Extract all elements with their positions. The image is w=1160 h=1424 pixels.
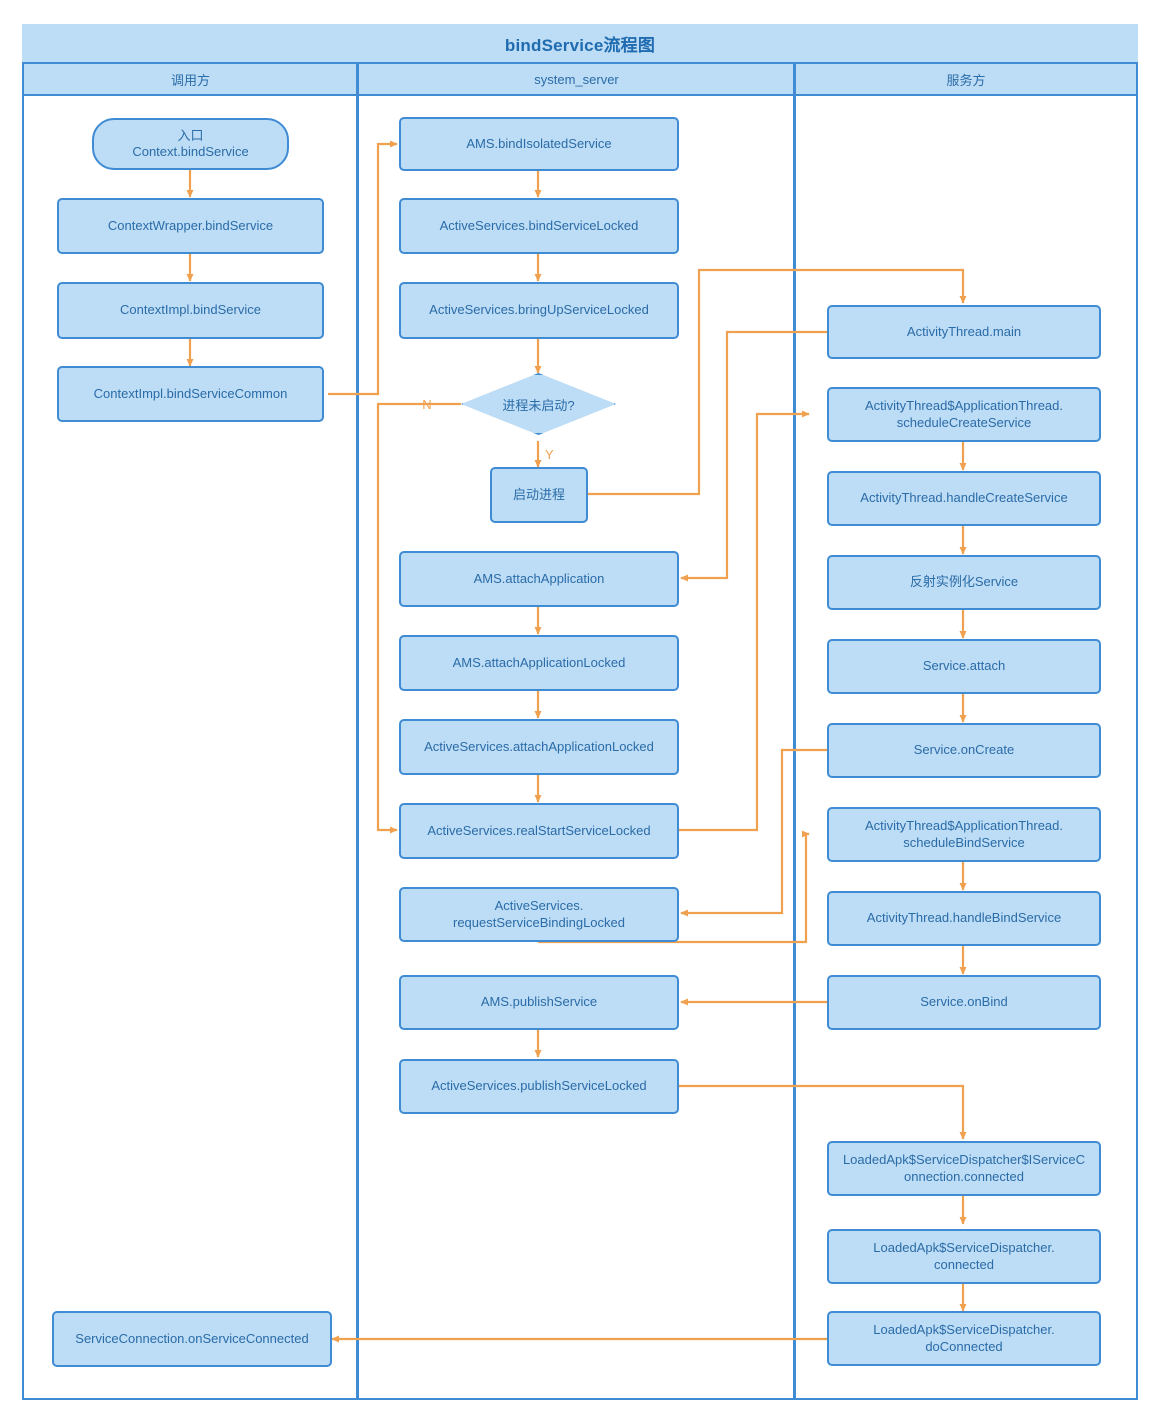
node-service-attach[interactable]: Service.attach	[827, 639, 1101, 694]
node-ams-attachapplication[interactable]: AMS.attachApplication	[399, 551, 679, 607]
node-contextimpl-bindservicecommon[interactable]: ContextImpl.bindServiceCommon	[57, 366, 324, 422]
node-activeservices-bringupservicelocked[interactable]: ActiveServices.bringUpServiceLocked	[399, 282, 679, 339]
node-activeservices-publishservicelocked[interactable]: ActiveServices.publishServiceLocked	[399, 1059, 679, 1114]
node-activitythread-handlebindservice[interactable]: ActivityThread.handleBindService	[827, 891, 1101, 946]
node-loadedapk-iserviceconnection-connected[interactable]: LoadedApk$ServiceDispatcher$IServiceC on…	[827, 1141, 1101, 1196]
node-entry[interactable]: 入口 Context.bindService	[92, 118, 289, 170]
node-contextimpl-bindservice[interactable]: ContextImpl.bindService	[57, 282, 324, 339]
node-decision-process-not-started[interactable]: 进程未启动?	[461, 373, 616, 435]
node-serviceconnection-onserviceconnected[interactable]: ServiceConnection.onServiceConnected	[52, 1311, 332, 1367]
lane-divider-1	[356, 64, 359, 1398]
lane-header-system-server: system_server	[359, 64, 794, 96]
node-activitythread-handlecreateservice[interactable]: ActivityThread.handleCreateService	[827, 471, 1101, 526]
node-start-process[interactable]: 启动进程	[490, 467, 588, 523]
node-loadedapk-servicedispatcher-doconnected[interactable]: LoadedApk$ServiceDispatcher. doConnected	[827, 1311, 1101, 1366]
node-loadedapk-servicedispatcher-connected[interactable]: LoadedApk$ServiceDispatcher. connected	[827, 1229, 1101, 1284]
node-activitythread-schedulebindservice[interactable]: ActivityThread$ApplicationThread. schedu…	[827, 807, 1101, 862]
page-title: bindService流程图	[504, 35, 656, 55]
lane-header-service-label: 服务方	[946, 72, 986, 88]
diagram-title-band: bindService流程图	[22, 24, 1138, 64]
node-activeservices-bindservicelocked[interactable]: ActiveServices.bindServiceLocked	[399, 198, 679, 254]
decision-label: 进程未启动?	[502, 397, 575, 413]
lane-header-caller: 调用方	[24, 64, 357, 96]
lane-header-service: 服务方	[796, 64, 1136, 96]
node-reflect-instantiate-service[interactable]: 反射实例化Service	[827, 555, 1101, 610]
node-contextwrapper-bindservice[interactable]: ContextWrapper.bindService	[57, 198, 324, 254]
node-service-oncreate[interactable]: Service.onCreate	[827, 723, 1101, 778]
node-ams-publishservice[interactable]: AMS.publishService	[399, 975, 679, 1030]
node-activeservices-realstartservicelocked[interactable]: ActiveServices.realStartServiceLocked	[399, 803, 679, 859]
node-activitythread-main[interactable]: ActivityThread.main	[827, 305, 1101, 359]
node-ams-attachapplicationlocked[interactable]: AMS.attachApplicationLocked	[399, 635, 679, 691]
lane-divider-2	[793, 64, 796, 1398]
lane-header-system-server-label: system_server	[534, 71, 619, 87]
node-activeservices-requestservicebindinglocked[interactable]: ActiveServices. requestServiceBindingLoc…	[399, 887, 679, 942]
node-ams-bindisolatedservice[interactable]: AMS.bindIsolatedService	[399, 117, 679, 171]
node-activitythread-schedulecreateservice[interactable]: ActivityThread$ApplicationThread. schedu…	[827, 387, 1101, 442]
node-activeservices-attachapplicationlocked[interactable]: ActiveServices.attachApplicationLocked	[399, 719, 679, 775]
lane-header-caller-label: 调用方	[170, 72, 210, 88]
node-service-onbind[interactable]: Service.onBind	[827, 975, 1101, 1030]
